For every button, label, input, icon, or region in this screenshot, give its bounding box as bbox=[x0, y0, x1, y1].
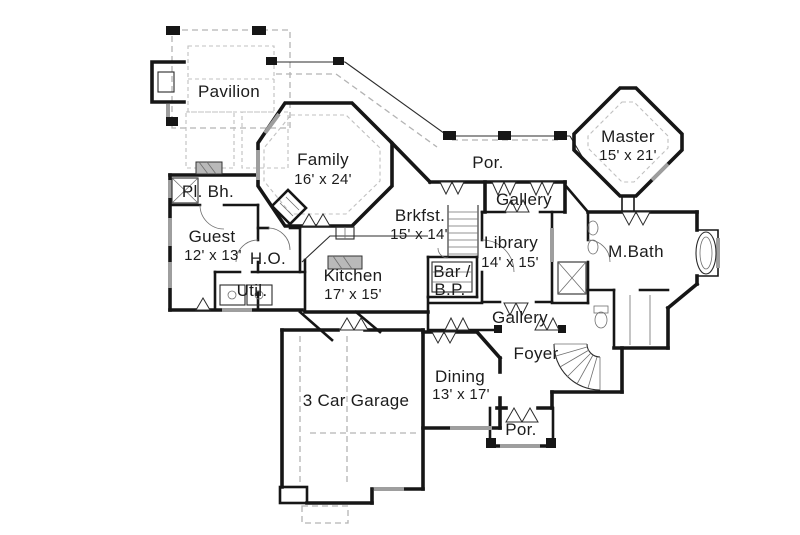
room-label-pavilion: Pavilion bbox=[198, 82, 260, 101]
pavilion-fireplace bbox=[150, 60, 186, 104]
room-label-porch-top: Por. bbox=[472, 153, 503, 172]
door-symbols-layer bbox=[195, 181, 651, 423]
room-label-gallery-lower: Gallery bbox=[492, 308, 548, 327]
room-dims-family: 16' x 24' bbox=[294, 171, 352, 188]
room-label-bar: Bar / bbox=[433, 262, 470, 281]
room-label-dining: Dining bbox=[435, 367, 485, 386]
fixtures-layer bbox=[171, 161, 717, 345]
room-label-gallery-upper: Gallery bbox=[496, 190, 552, 209]
kitchen-island bbox=[327, 255, 363, 270]
room-label-ho: H.O. bbox=[250, 249, 286, 268]
room-label-brkfst: Brkfst. bbox=[395, 206, 445, 225]
room-dims-brkfst: 15' x 14' bbox=[390, 226, 448, 243]
room-label-util: Util. bbox=[237, 281, 268, 300]
room-label-bp: B.P. bbox=[434, 280, 465, 299]
walls-layer bbox=[150, 60, 719, 505]
room-label-library: Library bbox=[484, 233, 538, 252]
porch-structure bbox=[272, 61, 584, 159]
room-label-master: Master bbox=[601, 127, 655, 146]
shower bbox=[557, 261, 587, 295]
room-dims-master: 15' x 21' bbox=[599, 147, 657, 164]
back-staircase bbox=[437, 205, 479, 259]
room-dims-library: 14' x 15' bbox=[481, 254, 539, 271]
hearth bbox=[195, 161, 223, 175]
room-dims-kitchen: 17' x 15' bbox=[324, 286, 382, 303]
kitchen-counter bbox=[301, 235, 428, 263]
room-label-family: Family bbox=[297, 150, 349, 169]
room-dims-dining: 13' x 17' bbox=[432, 386, 490, 403]
room-label-porch-bottom: Por. bbox=[505, 420, 536, 439]
family-fireplace bbox=[270, 188, 308, 226]
washer bbox=[219, 284, 246, 306]
room-label-mbath: M.Bath bbox=[608, 242, 664, 261]
room-dims-guest: 12' x 13' bbox=[184, 247, 242, 264]
roof-dash-layer bbox=[171, 29, 669, 524]
room-label-garage: 3 Car Garage bbox=[303, 391, 410, 410]
bar-counter bbox=[431, 261, 473, 293]
labels-layer: Pavilion Family 16' x 24' Por. Gallery M… bbox=[182, 82, 664, 439]
room-label-pl-bh: Pl. Bh. bbox=[182, 182, 234, 201]
master-room-walls bbox=[572, 86, 684, 198]
room-label-guest: Guest bbox=[189, 227, 236, 246]
columns-layer bbox=[166, 26, 567, 448]
windows-layer bbox=[166, 104, 720, 491]
dryer bbox=[246, 284, 273, 306]
bathtub bbox=[695, 231, 717, 275]
spiral-staircase bbox=[553, 343, 601, 391]
room-label-foyer: Foyer bbox=[514, 344, 559, 363]
room-label-kitchen: Kitchen bbox=[324, 266, 383, 285]
toilet bbox=[594, 311, 608, 329]
